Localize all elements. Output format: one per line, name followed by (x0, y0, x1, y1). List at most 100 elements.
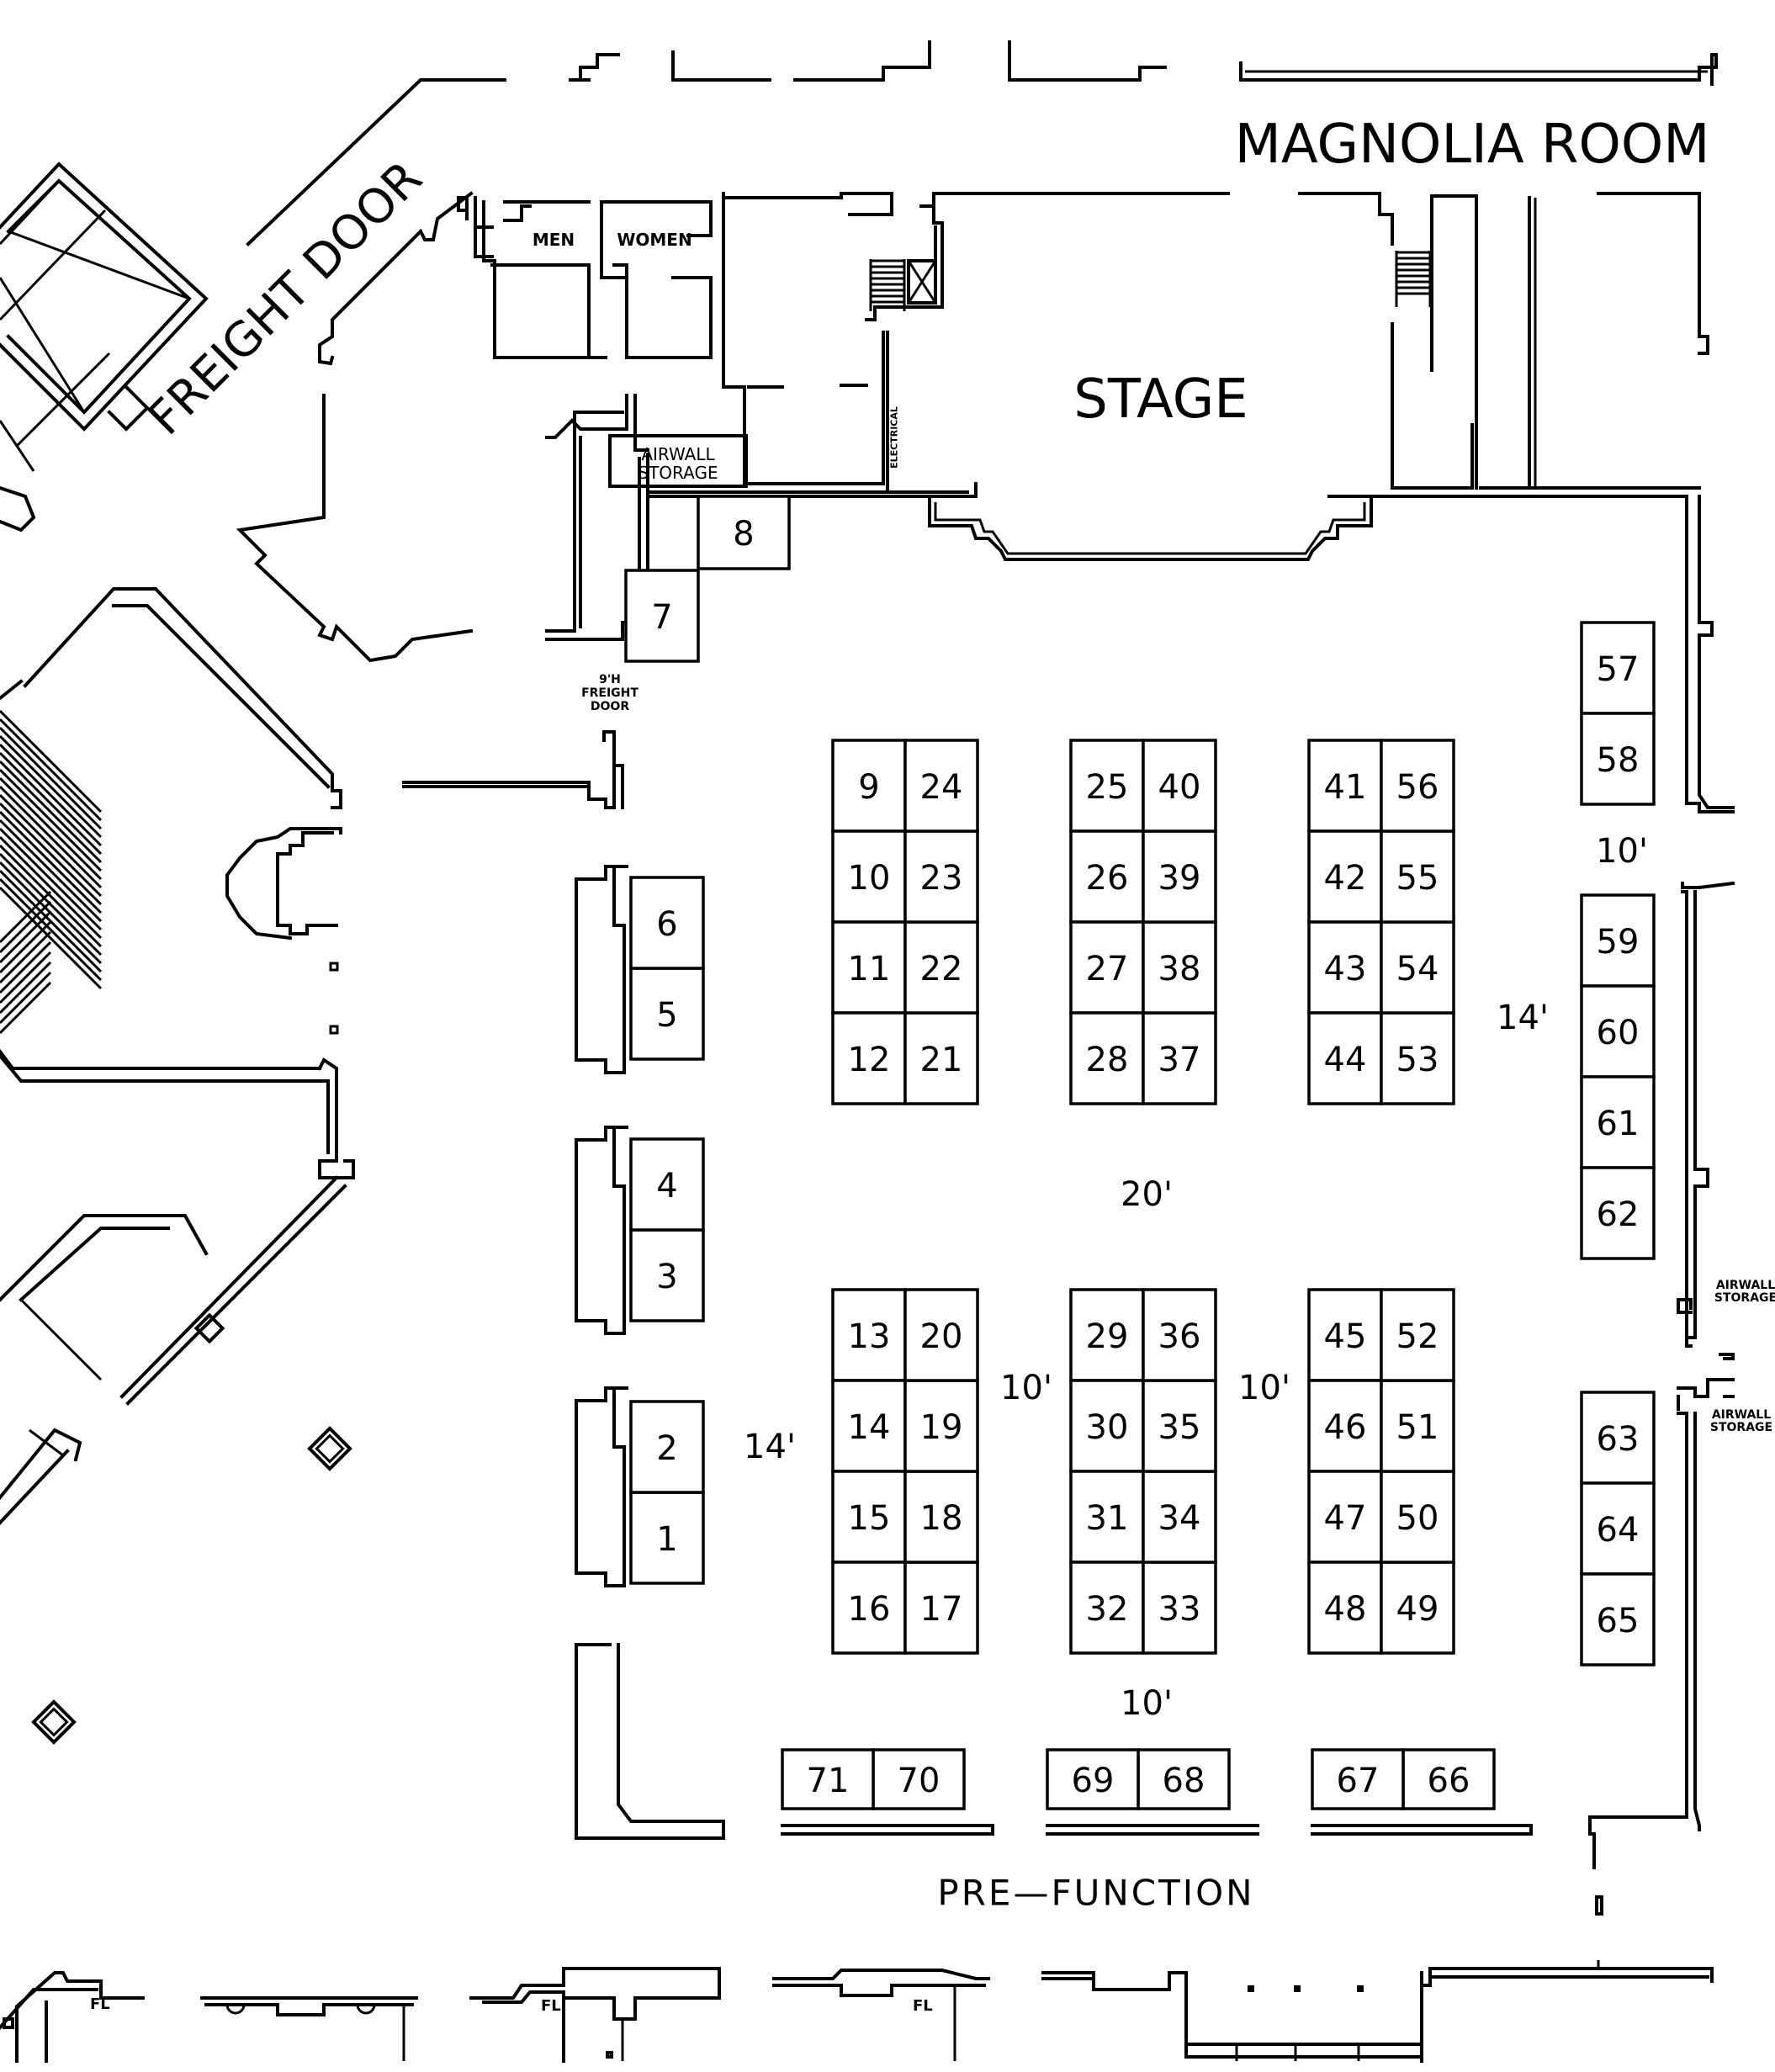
booth-35[interactable]: 35 (1142, 1379, 1217, 1473)
booth-36[interactable]: 36 (1142, 1288, 1217, 1382)
booth-outline[interactable] (903, 1379, 979, 1473)
booth-outline[interactable] (1380, 1011, 1455, 1105)
booth-31[interactable]: 31 (1069, 1470, 1145, 1564)
booth-8[interactable]: 8 (697, 495, 791, 570)
booth-outline[interactable] (1307, 1470, 1383, 1564)
booth-55[interactable]: 55 (1380, 829, 1455, 924)
booth-outline[interactable] (1380, 739, 1455, 833)
booth-37[interactable]: 37 (1142, 1011, 1217, 1105)
booth-32[interactable]: 32 (1069, 1561, 1145, 1655)
booth-outline[interactable] (1580, 984, 1656, 1078)
booth-outline[interactable] (1307, 829, 1383, 924)
booth-14[interactable]: 14 (831, 1379, 907, 1473)
booth-outline[interactable] (903, 739, 979, 833)
booth-25[interactable]: 25 (1069, 739, 1145, 833)
booth-outline[interactable] (1069, 739, 1145, 833)
booth-21[interactable]: 21 (903, 1011, 979, 1105)
booth-7[interactable]: 7 (624, 569, 700, 663)
booth-44[interactable]: 44 (1307, 1011, 1383, 1105)
booth-64[interactable]: 64 (1580, 1481, 1656, 1576)
booth-outline[interactable] (1380, 1379, 1455, 1473)
booth-20[interactable]: 20 (903, 1288, 979, 1382)
booth-outline[interactable] (1142, 1288, 1217, 1382)
booth-62[interactable]: 62 (1580, 1166, 1656, 1260)
booth-43[interactable]: 43 (1307, 920, 1383, 1015)
booth-outline[interactable] (629, 1400, 705, 1494)
booth-22[interactable]: 22 (903, 920, 979, 1015)
booth-outline[interactable] (903, 829, 979, 924)
booth-48[interactable]: 48 (1307, 1561, 1383, 1655)
booth-outline[interactable] (1580, 893, 1656, 988)
booth-27[interactable]: 27 (1069, 920, 1145, 1015)
booth-outline[interactable] (781, 1748, 875, 1810)
booth-71[interactable]: 71 (781, 1748, 875, 1810)
booth-outline[interactable] (903, 1561, 979, 1655)
booth-69[interactable]: 69 (1046, 1748, 1140, 1810)
booth-outline[interactable] (697, 495, 791, 570)
booth-24[interactable]: 24 (903, 739, 979, 833)
booth-16[interactable]: 16 (831, 1561, 907, 1655)
booth-outline[interactable] (1380, 1288, 1455, 1382)
booth-47[interactable]: 47 (1307, 1470, 1383, 1564)
booth-outline[interactable] (624, 569, 700, 663)
booth-33[interactable]: 33 (1142, 1561, 1217, 1655)
booth-5[interactable]: 5 (629, 967, 705, 1061)
booth-outline[interactable] (1311, 1748, 1405, 1810)
booth-outline[interactable] (831, 829, 907, 924)
booth-70[interactable]: 70 (872, 1748, 966, 1810)
booth-4[interactable]: 4 (629, 1137, 705, 1232)
booth-outline[interactable] (1401, 1748, 1496, 1810)
booth-outline[interactable] (1307, 920, 1383, 1015)
booth-26[interactable]: 26 (1069, 829, 1145, 924)
booth-39[interactable]: 39 (1142, 829, 1217, 924)
booth-11[interactable]: 11 (831, 920, 907, 1015)
booth-2[interactable]: 2 (629, 1400, 705, 1494)
booth-63[interactable]: 63 (1580, 1391, 1656, 1485)
booth-outline[interactable] (1142, 1379, 1217, 1473)
booth-49[interactable]: 49 (1380, 1561, 1455, 1655)
booth-outline[interactable] (629, 967, 705, 1061)
booth-19[interactable]: 19 (903, 1379, 979, 1473)
booth-17[interactable]: 17 (903, 1561, 979, 1655)
booth-outline[interactable] (903, 920, 979, 1015)
booth-outline[interactable] (1046, 1748, 1140, 1810)
booth-56[interactable]: 56 (1380, 739, 1455, 833)
booth-45[interactable]: 45 (1307, 1288, 1383, 1382)
booth-outline[interactable] (1380, 920, 1455, 1015)
booth-50[interactable]: 50 (1380, 1470, 1455, 1564)
booth-57[interactable]: 57 (1580, 621, 1656, 715)
booth-41[interactable]: 41 (1307, 739, 1383, 833)
booth-outline[interactable] (1580, 1481, 1656, 1576)
booth-outline[interactable] (831, 1470, 907, 1564)
booth-outline[interactable] (831, 1561, 907, 1655)
booth-outline[interactable] (1142, 739, 1217, 833)
booth-29[interactable]: 29 (1069, 1288, 1145, 1382)
booth-46[interactable]: 46 (1307, 1379, 1383, 1473)
booth-12[interactable]: 12 (831, 1011, 907, 1105)
booth-65[interactable]: 65 (1580, 1572, 1656, 1667)
booth-30[interactable]: 30 (1069, 1379, 1145, 1473)
booth-67[interactable]: 67 (1311, 1748, 1405, 1810)
booth-outline[interactable] (1307, 739, 1383, 833)
booth-outline[interactable] (1580, 1572, 1656, 1667)
booth-40[interactable]: 40 (1142, 739, 1217, 833)
booth-13[interactable]: 13 (831, 1288, 907, 1382)
booth-61[interactable]: 61 (1580, 1075, 1656, 1169)
booth-outline[interactable] (1142, 829, 1217, 924)
booth-1[interactable]: 1 (629, 1491, 705, 1585)
booth-9[interactable]: 9 (831, 739, 907, 833)
booth-outline[interactable] (903, 1011, 979, 1105)
booth-23[interactable]: 23 (903, 829, 979, 924)
booth-outline[interactable] (1307, 1561, 1383, 1655)
booth-60[interactable]: 60 (1580, 984, 1656, 1078)
booth-52[interactable]: 52 (1380, 1288, 1455, 1382)
booth-outline[interactable] (903, 1288, 979, 1382)
booth-18[interactable]: 18 (903, 1470, 979, 1564)
booth-10[interactable]: 10 (831, 829, 907, 924)
booth-outline[interactable] (1580, 1166, 1656, 1260)
booth-outline[interactable] (1137, 1748, 1231, 1810)
booth-38[interactable]: 38 (1142, 920, 1217, 1015)
booth-51[interactable]: 51 (1380, 1379, 1455, 1473)
booth-66[interactable]: 66 (1401, 1748, 1496, 1810)
booth-3[interactable]: 3 (629, 1228, 705, 1322)
